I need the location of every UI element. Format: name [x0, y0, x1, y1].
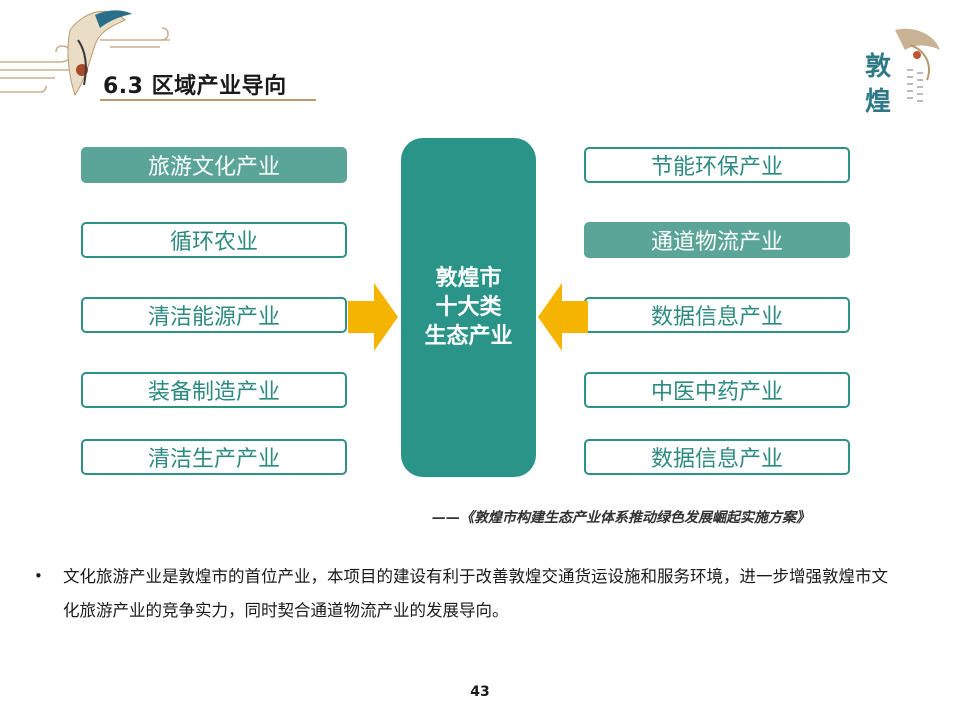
bullet-paragraph: 文化旅游产业是敦煌市的首位产业，本项目的建设有利于改善敦煌交通货运设施和服务环境…	[63, 567, 888, 620]
center-line-1: 敦煌市	[435, 266, 502, 291]
header-decoration	[0, 10, 170, 97]
right-industry-box-3: 数据信息产业	[584, 297, 850, 333]
left-industry-box-5: 清洁生产产业	[81, 439, 347, 475]
title-underline	[100, 99, 316, 101]
right-industry-box-2: 通道物流产业	[584, 222, 850, 258]
left-industry-box-4: 装备制造产业	[81, 372, 347, 408]
section-title: 6.3 区域产业导向	[103, 74, 287, 99]
center-line-2: 十大类	[435, 295, 502, 320]
arrow-left-icon	[538, 283, 588, 351]
source-citation: ——《敦煌市构建生态产业体系推动绿色发展崛起实施方案》	[432, 510, 810, 526]
center-line-3: 生态产业	[424, 324, 513, 349]
right-industry-box-5: 数据信息产业	[584, 439, 850, 475]
right-industry-box-1: 节能环保产业	[584, 147, 850, 183]
svg-text:煌: 煌	[865, 87, 891, 117]
right-industry-box-4: 中医中药产业	[584, 372, 850, 408]
bullet-marker: •	[34, 567, 43, 585]
left-industry-box-2: 循环农业	[81, 222, 347, 258]
left-industry-box-3: 清洁能源产业	[81, 297, 347, 333]
arrow-right-icon	[348, 283, 398, 351]
dunhuang-logo-icon: 敦 煌	[865, 28, 940, 117]
svg-text:敦: 敦	[865, 51, 892, 82]
left-industry-box-1: 旅游文化产业	[81, 147, 347, 183]
page-number: 43	[470, 684, 490, 700]
center-ecological-industries: 敦煌市 十大类 生态产业	[401, 138, 536, 477]
